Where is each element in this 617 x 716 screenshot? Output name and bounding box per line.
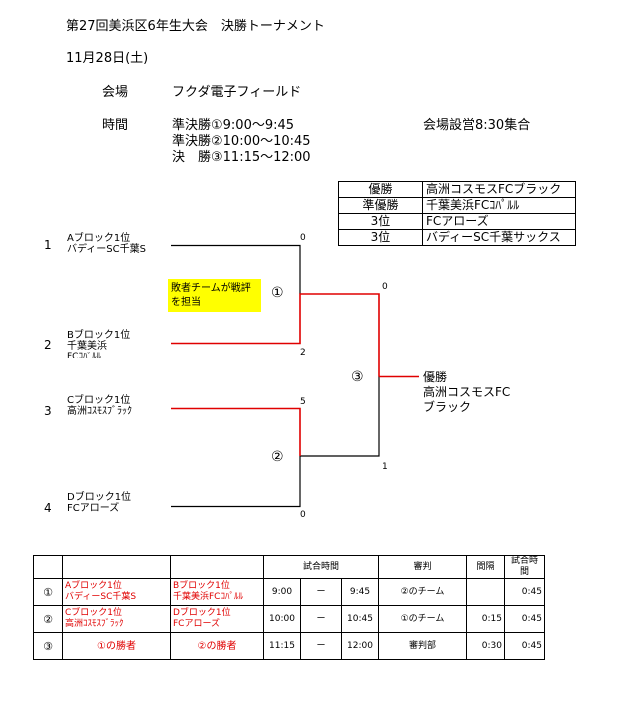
entry-number: 2 (44, 338, 52, 352)
header-match-time-2: 試合時間 (504, 555, 545, 579)
result-team: バディーSC千葉サックス (422, 229, 576, 246)
bracket-line-bottom (171, 456, 301, 508)
away-team: Bブロック1位千葉美浜FCｺﾊﾟﾙﾙ (170, 578, 264, 606)
winner-label: 優勝 (423, 370, 448, 384)
referee: 審判部 (378, 632, 467, 660)
start-time: 10:00 (263, 605, 301, 633)
page-title: 第27回美浜区6年生大会 決勝トーナメント (66, 19, 325, 34)
final-score-bottom: 1 (382, 462, 388, 472)
match-mark-2: ② (271, 449, 284, 465)
result-row: 優勝高洲コスモスFCブラック (338, 181, 576, 198)
entry-team: 千葉美浜 (67, 341, 107, 352)
entry-score: 5 (300, 397, 306, 407)
entry-score: 0 (300, 233, 306, 243)
winner-team: 高洲コスモスFC (423, 385, 511, 399)
entry-team: 高洲ｺｽﾓｽﾌﾞﾗｯｸ (67, 406, 132, 417)
home-team: ①の勝者 (62, 632, 171, 660)
interval: 0:30 (466, 632, 505, 660)
final-score-top: 0 (382, 282, 388, 292)
end-time: 9:45 (341, 578, 379, 606)
header-match-time: 試合時間 (263, 555, 379, 579)
end-time: 10:45 (341, 605, 379, 633)
time-semifinal-2: 準決勝②10:00～10:45 (172, 134, 311, 149)
time-semifinal-1: 準決勝①9:00～9:45 (172, 118, 295, 133)
match-number: ② (33, 605, 63, 633)
entry-score: 0 (300, 510, 306, 520)
venue-label: 会場 (102, 85, 129, 100)
winner-line-2 (171, 407, 301, 456)
schedule-table: 試合時間 審判 間隔 試合時間 ① Aブロック1位バディーSC千葉S Bブロック… (33, 555, 545, 660)
time-final: 決 勝③11:15～12:00 (172, 150, 311, 165)
bracket-line-top (171, 244, 301, 294)
setup-time: 会場設営8:30集合 (423, 118, 531, 133)
schedule-row: ③ ①の勝者 ②の勝者 11:15 ー 12:00 審判部 0:30 0:45 (33, 632, 545, 660)
referee: ①のチーム (378, 605, 467, 633)
schedule-row: ① Aブロック1位バディーSC千葉S Bブロック1位千葉美浜FCｺﾊﾟﾙﾙ 9:… (33, 578, 545, 606)
away-team: ②の勝者 (170, 632, 264, 660)
result-rank: 3位 (338, 229, 423, 246)
winner-line-1 (171, 293, 380, 377)
match-mark-3: ③ (351, 369, 364, 385)
home-team: Aブロック1位バディーSC千葉S (62, 578, 171, 606)
entry-score: 2 (300, 348, 306, 358)
entry-block: Bブロック1位 (67, 330, 131, 341)
start-time: 9:00 (263, 578, 301, 606)
winner-team-suffix: ブラック (423, 400, 472, 414)
bracket-line-final-bottom (300, 376, 380, 457)
result-row: 3位バディーSC千葉サックス (338, 229, 576, 246)
entry-block: Cブロック1位 (67, 395, 131, 406)
schedule-header: 試合時間 審判 間隔 試合時間 (33, 555, 545, 579)
entry-number: 3 (44, 404, 52, 418)
header-interval: 間隔 (466, 555, 505, 579)
match-mark-1: ① (271, 285, 284, 301)
match-number: ③ (33, 632, 63, 660)
time-label: 時間 (102, 118, 129, 133)
referee: ②のチーム (378, 578, 467, 606)
entry-team: FCアローズ (67, 503, 120, 514)
end-time: 12:00 (341, 632, 379, 660)
time-dash: ー (300, 605, 342, 633)
entry-block: Dブロック1位 (67, 492, 132, 503)
start-time: 11:15 (263, 632, 301, 660)
entry-number: 4 (44, 501, 52, 515)
entry-team-extra: FCｺﾊﾟﾙﾙ (67, 352, 101, 358)
interval: 0:15 (466, 605, 505, 633)
interval (466, 578, 505, 606)
home-team: Cブロック1位高洲ｺｽﾓｽﾌﾞﾗｯｸ (62, 605, 171, 633)
match-number: ① (33, 578, 63, 606)
event-date: 11月28日(土) (66, 51, 149, 66)
result-row: 準優勝千葉美浜FCｺﾊﾟﾙﾙ (338, 197, 576, 214)
entry-block: Aブロック1位 (67, 233, 131, 244)
entry-number: 1 (44, 238, 52, 252)
loser-report-note: 敗者チームが戦評を担当 (168, 279, 261, 312)
venue-name: フクダ電子フィールド (172, 85, 302, 100)
entry-team: バディーSC千葉S (67, 244, 146, 255)
duration: 0:45 (504, 605, 545, 633)
duration: 0:45 (504, 632, 545, 660)
duration: 0:45 (504, 578, 545, 606)
result-rank: 準優勝 (338, 197, 423, 214)
result-team: 千葉美浜FCｺﾊﾟﾙﾙ (422, 197, 576, 214)
header-referee: 審判 (378, 555, 467, 579)
time-dash: ー (300, 578, 342, 606)
time-dash: ー (300, 632, 342, 660)
